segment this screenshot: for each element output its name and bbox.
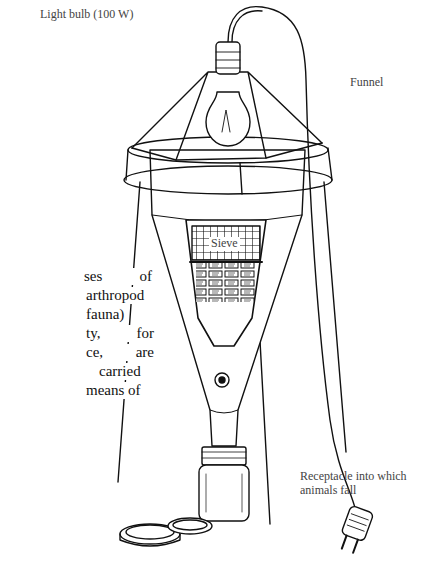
- power-plug: [342, 535, 358, 552]
- funnel-seam: [210, 410, 238, 413]
- lamp-socket: [216, 52, 240, 68]
- text-fragment: arthropod: [86, 287, 144, 304]
- text-fragment: ty, for: [86, 325, 154, 342]
- funnel-window: [186, 220, 266, 346]
- power-plug: [347, 514, 368, 531]
- jar-lid: [173, 520, 207, 530]
- part-label: Sieve: [209, 237, 240, 251]
- text-fragment: ses of: [84, 268, 152, 285]
- receptacle-jar: [202, 452, 246, 458]
- jar-lid: [120, 534, 180, 546]
- text-fragment: means of: [86, 382, 141, 399]
- part-label: Light bulb (100 W): [40, 8, 133, 22]
- bolt: [219, 377, 225, 383]
- receptacle-jar: [202, 447, 246, 465]
- receptacle-jar: [206, 474, 242, 512]
- sieve-rim: [190, 261, 262, 263]
- part-label: Funnel: [350, 76, 383, 90]
- jar-lid: [126, 525, 174, 539]
- soil-sample: [196, 262, 256, 302]
- text-fragment: ce, are: [86, 344, 154, 361]
- light-bulb: [206, 92, 250, 146]
- text-fragment: fauna): [86, 306, 124, 323]
- light-bulb: [222, 110, 230, 132]
- stand-ring: [124, 166, 332, 194]
- part-label: Receptacle into which animals fall: [300, 470, 422, 498]
- stand-leg: [324, 182, 346, 452]
- text-fragment: carried: [99, 363, 141, 380]
- lamp-socket: [216, 42, 240, 74]
- sieve-mesh: [192, 226, 260, 260]
- jar-lid: [168, 518, 212, 534]
- bolt: [215, 373, 229, 387]
- lamp-shade: [132, 143, 322, 160]
- power-plug: [336, 505, 374, 555]
- power-cord: [232, 11, 262, 42]
- lamp-shade: [132, 72, 322, 160]
- receptacle-jar: [199, 465, 249, 521]
